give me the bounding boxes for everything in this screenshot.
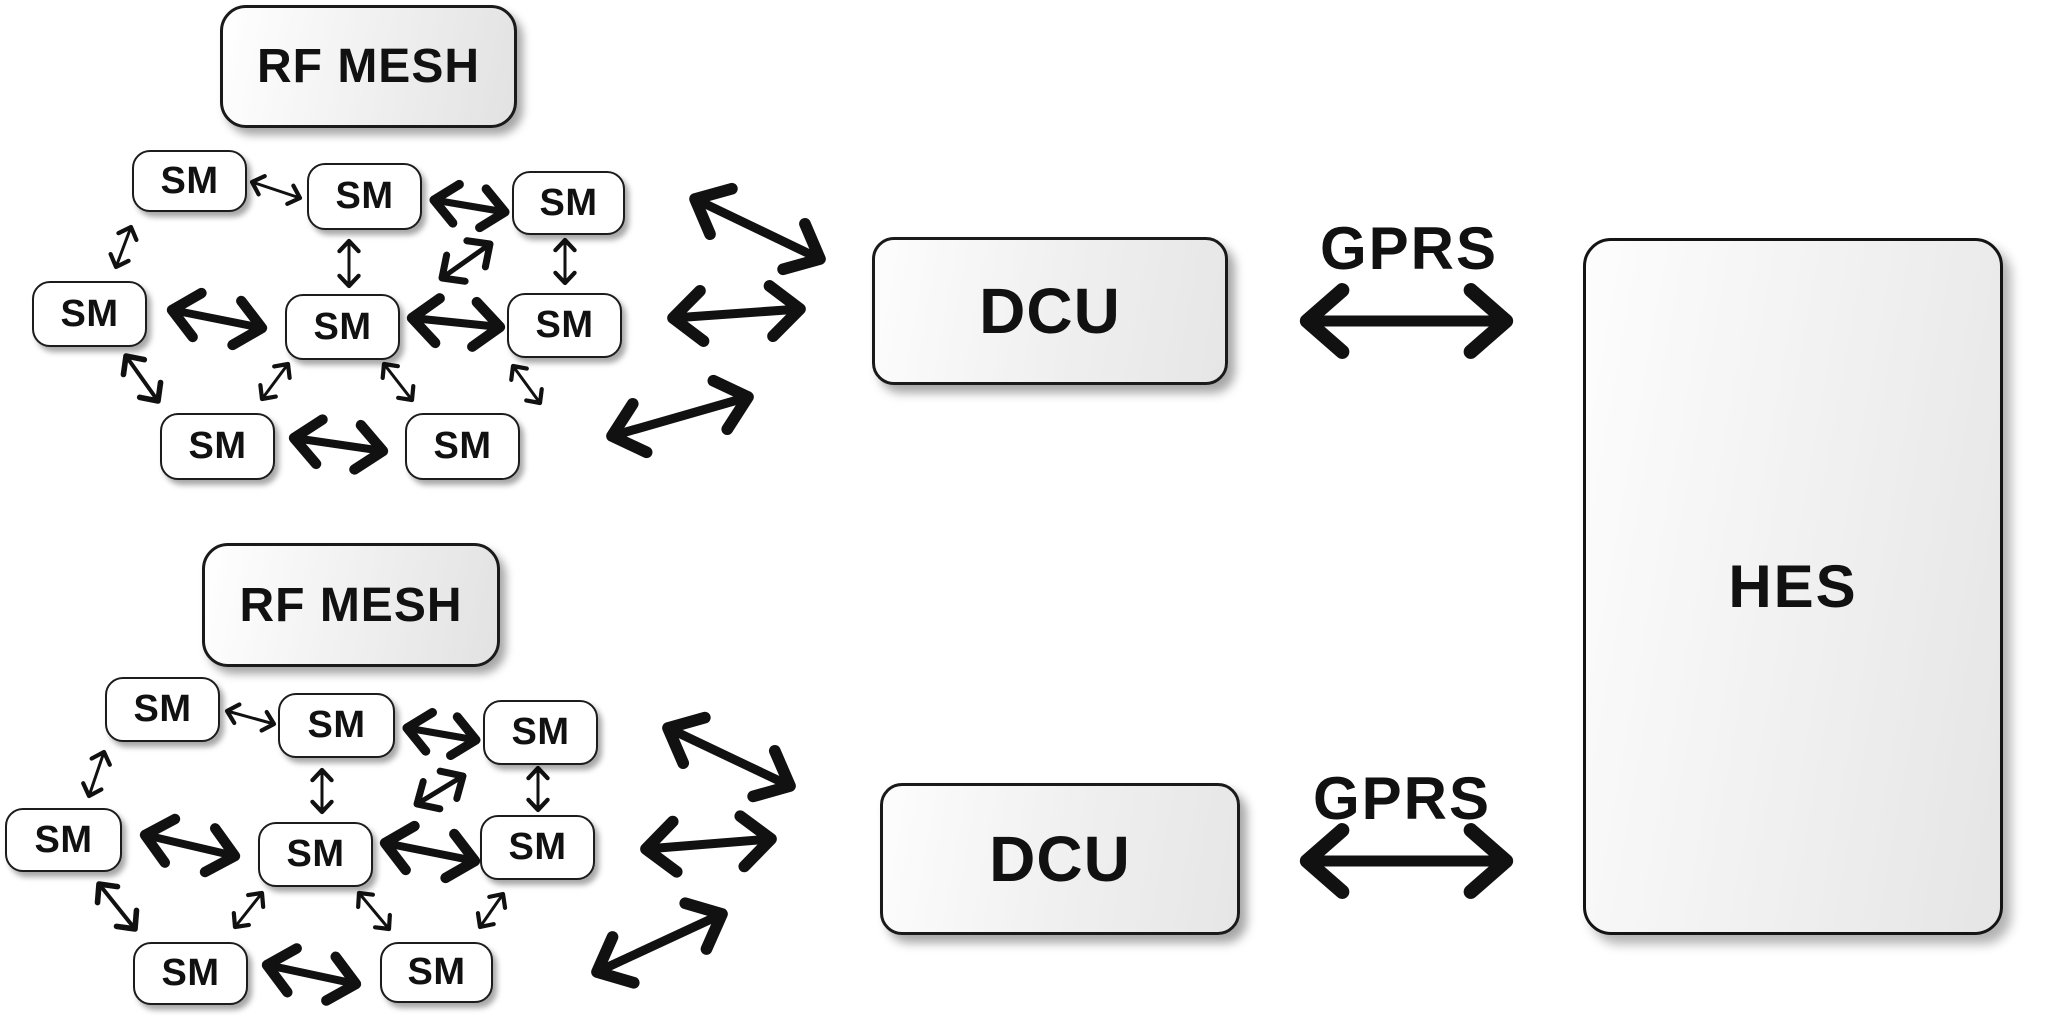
sm-node-1-1: SM — [132, 150, 247, 212]
arrow-mesh2-sm5-sm3-diag — [413, 767, 467, 813]
sm-node-1-7: SM — [160, 413, 275, 480]
mesh-cluster-2-label: RF MESH — [202, 543, 500, 667]
arrow-mesh1-sm4-sm5 — [166, 287, 268, 351]
arrow-mesh1-sm6-sm8 — [509, 363, 544, 406]
arrow-mesh2-sm4-sm7 — [94, 881, 140, 932]
sm-node-1-3: SM — [512, 171, 625, 235]
arrow-mesh2-sm4-sm5 — [139, 813, 241, 878]
sm-node-1-5: SM — [285, 294, 400, 360]
sm-node-2-8: SM — [380, 942, 493, 1003]
arrow-mesh2-dcu2-c — [591, 897, 728, 989]
arrow-mesh2-sm5-sm6 — [379, 820, 481, 884]
arrow-mesh1-sm2-sm3 — [429, 179, 510, 233]
arrow-mesh1-dcu1-b — [667, 280, 806, 347]
arrow-mesh2-sm1-sm4 — [81, 749, 112, 799]
arrow-mesh2-dcu2-b — [640, 810, 777, 878]
sm-node-2-3: SM — [483, 700, 598, 765]
arrow-mesh1-sm7-sm5 — [258, 361, 292, 402]
sm-node-1-2: SM — [307, 163, 422, 230]
arrow-mesh1-sm5-sm6 — [406, 293, 506, 352]
arrow-mesh1-sm7-sm8 — [288, 414, 389, 475]
arrow-mesh1-sm4-sm7 — [120, 353, 164, 404]
arrow-mesh1-sm5-sm8 — [380, 361, 416, 403]
mesh-cluster-1-label: RF MESH — [220, 5, 517, 128]
arrow-mesh1-sm1-sm4 — [108, 224, 139, 270]
arrow-mesh1-sm5-sm3-diag — [438, 237, 494, 285]
sm-node-2-2: SM — [278, 693, 395, 758]
sm-node-2-1: SM — [105, 677, 220, 742]
arrow-mesh2-dcu2-a — [662, 711, 796, 803]
sm-node-2-5: SM — [258, 822, 373, 887]
gprs-link-1-label: GPRS — [1319, 215, 1499, 282]
arrow-mesh2-sm5-sm8 — [356, 890, 392, 932]
arrow-mesh2-sm6-sm8 — [475, 891, 508, 930]
dcu-box-1: DCU — [872, 237, 1228, 385]
arrow-mesh2-sm1-sm2 — [224, 702, 277, 733]
sm-node-1-8: SM — [405, 413, 520, 480]
arrow-mesh2-sm7-sm8 — [261, 943, 362, 1006]
sm-node-2-7: SM — [133, 942, 248, 1005]
gprs-link-2-label: GPRS — [1312, 765, 1492, 832]
hes-box: HES — [1583, 238, 2003, 935]
arrow-mesh2-sm2-sm3 — [402, 707, 481, 761]
dcu-box-2: DCU — [880, 783, 1240, 935]
arrow-mesh1-dcu1-a — [689, 182, 826, 276]
arrow-mesh1-sm1-sm2 — [249, 174, 303, 206]
sm-node-1-4: SM — [32, 281, 147, 347]
sm-node-1-6: SM — [507, 293, 622, 358]
sm-node-2-4: SM — [5, 808, 122, 872]
arrow-mesh1-dcu1-c — [606, 374, 754, 459]
arrow-mesh2-sm7-sm5 — [231, 890, 266, 930]
sm-node-2-6: SM — [480, 815, 595, 880]
